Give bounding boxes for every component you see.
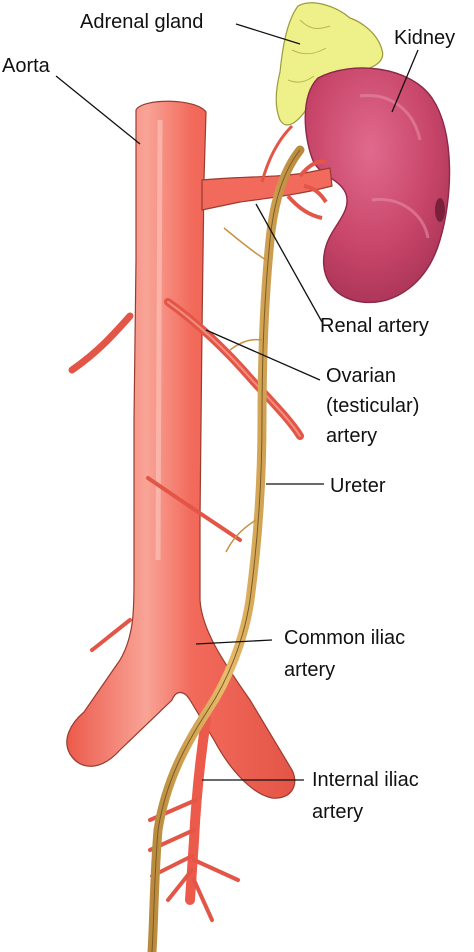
label-ovarian-line2: (testicular) xyxy=(326,395,419,417)
label-renal-artery: Renal artery xyxy=(320,315,429,337)
internal-iliac-artery xyxy=(148,715,240,922)
ovarian-artery xyxy=(68,298,304,440)
label-common-iliac-line1: Common iliac xyxy=(284,627,405,649)
label-aorta: Aorta xyxy=(2,55,51,77)
label-ovarian-line3: artery xyxy=(326,425,377,447)
renal-artery xyxy=(201,124,333,220)
leader-kidney xyxy=(391,49,419,113)
labels: Adrenal gland Kidney Aorta Renal artery … xyxy=(2,11,455,823)
label-ovarian-line1: Ovarian xyxy=(326,365,396,387)
leader-ovarian xyxy=(205,329,321,381)
label-internal-iliac-line2: artery xyxy=(312,801,363,823)
label-adrenal-gland: Adrenal gland xyxy=(80,11,203,33)
kidney xyxy=(304,67,451,304)
leader-aorta xyxy=(55,75,141,145)
leader-common-iliac xyxy=(195,639,273,645)
ureter xyxy=(147,145,305,952)
leader-renal-artery xyxy=(255,203,323,323)
label-ureter: Ureter xyxy=(330,475,386,497)
label-internal-iliac-line1: Internal iliac xyxy=(312,769,419,791)
leader-adrenal xyxy=(235,23,301,45)
label-kidney: Kidney xyxy=(394,27,455,49)
label-common-iliac-line2: artery xyxy=(284,659,335,681)
lumbar-branches xyxy=(90,476,242,652)
leader-lines xyxy=(55,23,419,781)
